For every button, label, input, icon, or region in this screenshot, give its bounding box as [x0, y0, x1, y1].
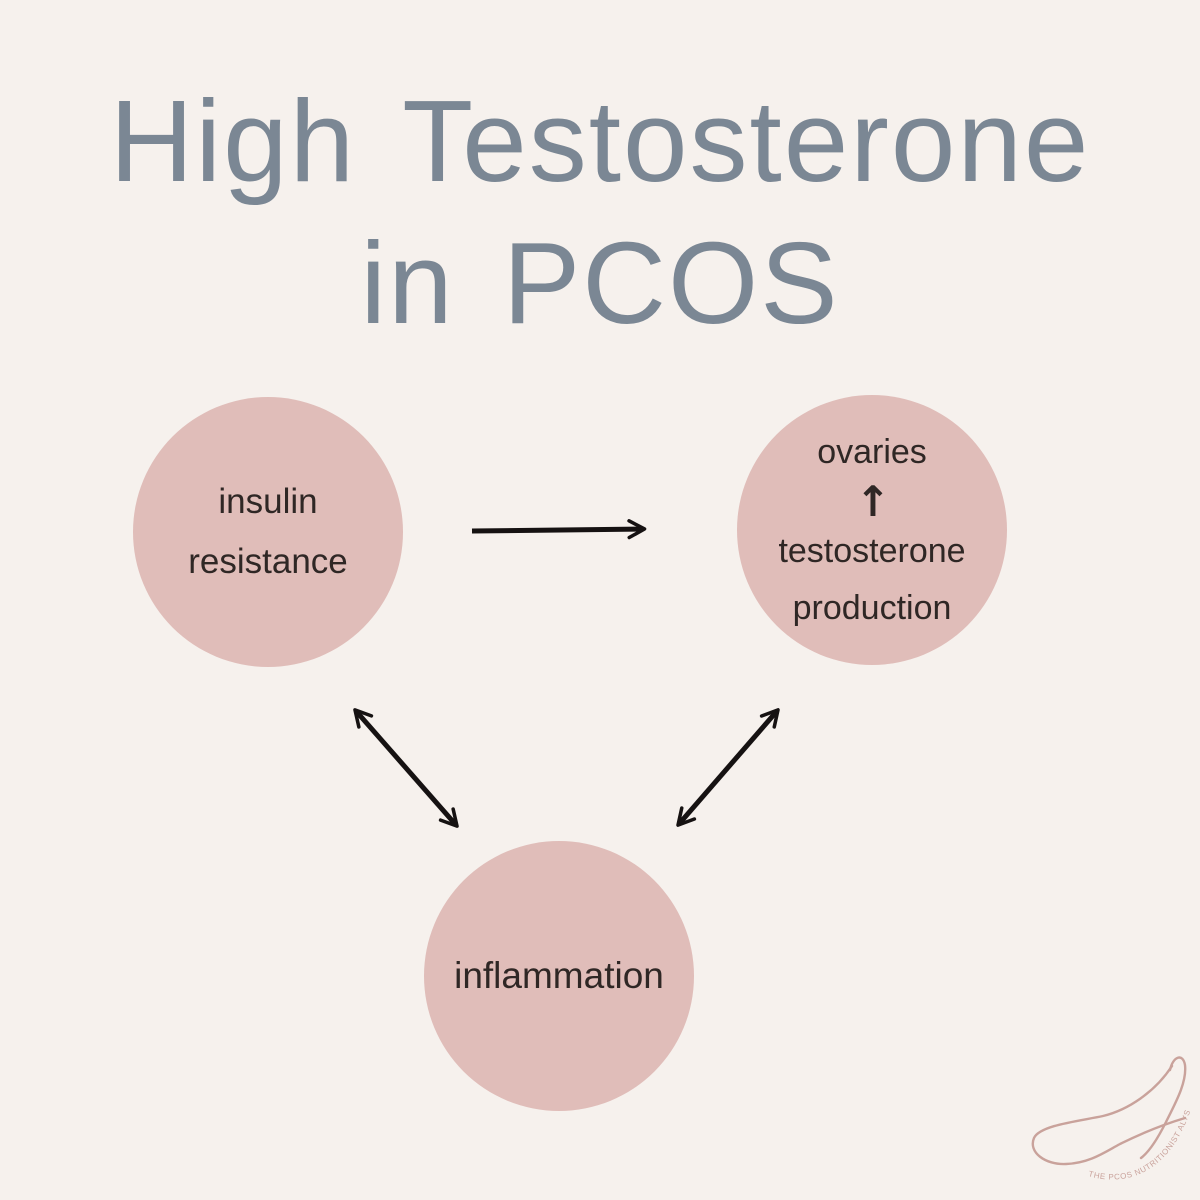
edge-inflammation-ovaries-double-arrow	[676, 708, 780, 827]
edge-insulin-inflammation-double-arrow	[353, 708, 459, 828]
node-insulin-line-1: insulin	[218, 482, 318, 521]
node-ovaries-word: ovaries	[817, 432, 927, 471]
node-inflammation-line-1: inflammation	[454, 955, 664, 996]
node-ovaries-testosterone-production: ovaries ↑ testosterone production	[737, 395, 1007, 665]
brand-watermark: THE PCOS NUTRITIONIST ALYSSA	[1000, 1040, 1192, 1182]
edge-insulin-to-ovaries-arrow	[471, 519, 647, 540]
node-inflammation: inflammation	[424, 841, 694, 1111]
title-line-2: in PCOS	[360, 218, 840, 348]
node-ovaries-line-2: testosterone	[778, 531, 966, 570]
monogram-a-leg-stroke	[1139, 1056, 1187, 1160]
node-ovaries-line-1: ovaries ↑	[817, 424, 927, 523]
title-line-1: High Testosterone	[109, 76, 1091, 206]
node-insulin-resistance: insulin resistance	[133, 397, 403, 667]
node-ovaries-line-3: production	[792, 588, 952, 627]
watermark-arc-text-container: THE PCOS NUTRITIONIST ALYSSA	[1000, 1040, 1192, 1182]
watermark-arc-text: THE PCOS NUTRITIONIST ALYSSA	[1000, 1040, 1192, 1182]
page-title: High Testosterone in PCOS	[0, 70, 1200, 354]
monogram-a-loop-stroke	[1031, 1064, 1187, 1166]
node-insulin-line-2: resistance	[188, 542, 348, 581]
arrow-up-icon: ↑	[855, 476, 891, 526]
